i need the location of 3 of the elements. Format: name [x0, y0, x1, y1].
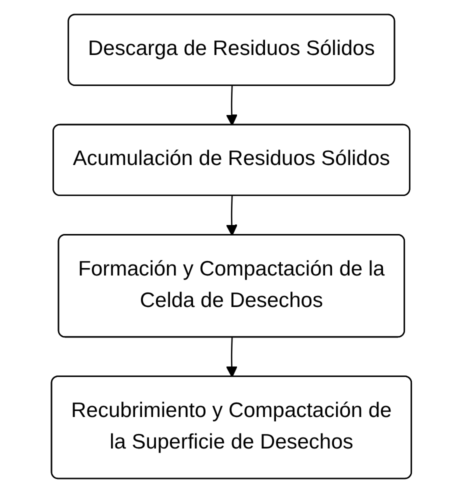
arrow: [226, 196, 238, 236]
arrow: [226, 86, 238, 126]
arrow: [226, 338, 238, 378]
